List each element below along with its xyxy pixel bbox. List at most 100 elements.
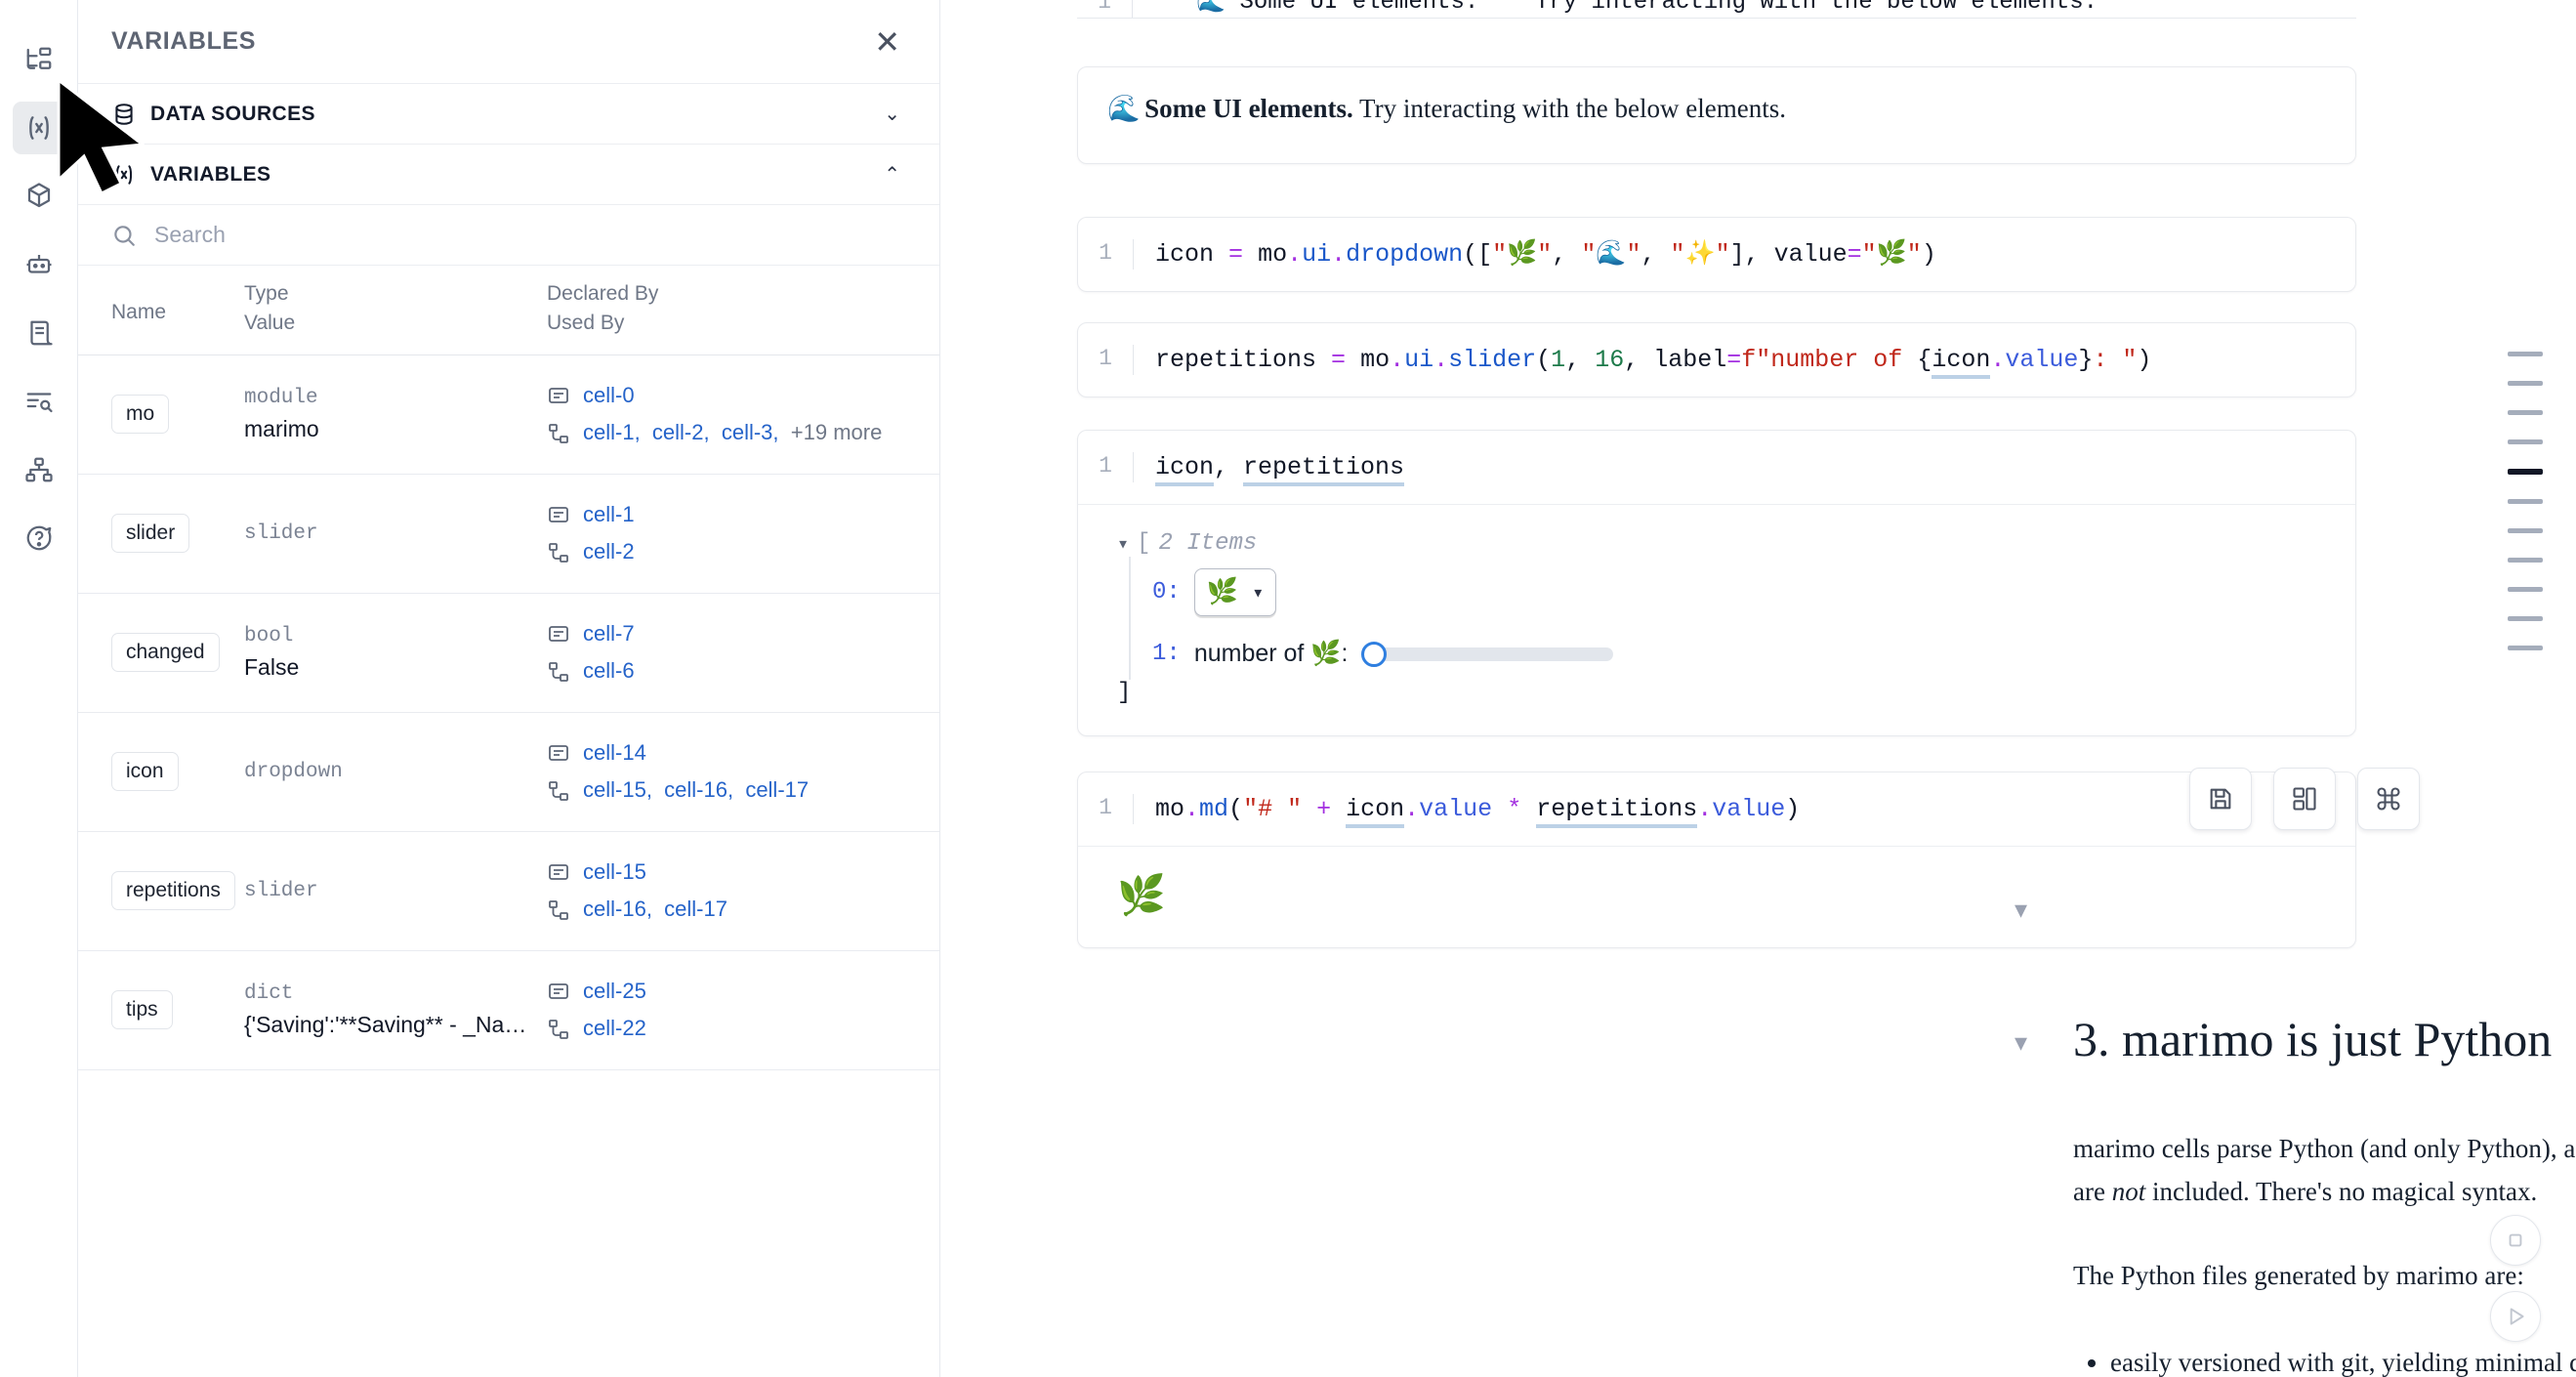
variable-name-pill[interactable]: slider — [111, 514, 190, 554]
code-line[interactable]: 1 icon, repetitions — [1078, 431, 2355, 504]
minimap-mark[interactable] — [2508, 410, 2543, 415]
run-button[interactable] — [2490, 1291, 2541, 1342]
code-line[interactable]: 1 mo.md("# " + icon.value * repetitions.… — [1078, 772, 2355, 846]
cell-link[interactable]: cell-6 — [583, 658, 635, 684]
more-cells-label[interactable]: +19 more — [790, 420, 883, 445]
slider-track[interactable] — [1379, 647, 1614, 661]
variable-type-value-cell: dict{'Saving':'**Saving** - _Na… — [244, 950, 547, 1069]
cell-fold-toggle[interactable]: ▾ — [2015, 895, 2028, 924]
command-icon[interactable] — [2357, 768, 2420, 830]
markdown-output-cell[interactable]: 🌊 Some UI elements. Try interacting with… — [1077, 66, 2356, 164]
help-icon[interactable] — [13, 512, 65, 564]
cell-link[interactable]: cell-2 — [583, 539, 635, 564]
list-header[interactable]: ▾ [ 2 Items — [1117, 530, 2316, 557]
variable-name-pill[interactable]: repetitions — [111, 871, 235, 911]
save-icon[interactable] — [2189, 768, 2252, 830]
cell-link[interactable]: cell-7 — [583, 620, 635, 646]
minimap-mark[interactable] — [2508, 352, 2543, 356]
declared-by-icon — [547, 860, 570, 884]
minimap-mark[interactable] — [2508, 616, 2543, 621]
declared-by-icon — [547, 503, 570, 526]
code-cell-display[interactable]: 1 icon, repetitions ▾ [ 2 Items 0: — [1077, 430, 2356, 737]
cell-link[interactable]: cell-1 — [583, 420, 635, 445]
minimap-mark[interactable] — [2508, 381, 2543, 386]
robot-icon[interactable] — [13, 238, 65, 291]
line-number: 1 — [1099, 346, 1112, 371]
minimap-mark[interactable] — [2508, 558, 2543, 563]
chevron-down-icon[interactable]: ▾ — [1117, 533, 1130, 557]
section-variables[interactable]: VARIABLES ⌃ — [78, 145, 939, 205]
cell-link[interactable]: cell-17 — [745, 777, 810, 803]
item-index: 0: — [1152, 579, 1181, 606]
code-cell-icon[interactable]: 1 icon = mo.ui.dropdown(["🌿", "🌊", "✨"],… — [1077, 217, 2356, 293]
cell-link[interactable]: cell-1 — [583, 501, 635, 526]
variable-cells-cell: cell-7 cell-6 — [547, 593, 939, 712]
minimap-mark[interactable] — [2508, 439, 2543, 444]
dependency-graph-icon[interactable] — [13, 443, 65, 496]
used-by-line: cell-16, cell-17 — [547, 891, 932, 929]
cell-link[interactable]: cell-25 — [583, 978, 646, 1003]
col-declared-used: Declared By Used By — [547, 266, 939, 355]
code-line[interactable]: 1 icon = mo.ui.dropdown(["🌿", "🌊", "✨"],… — [1078, 218, 2355, 291]
cell-link[interactable]: cell-14 — [583, 739, 646, 765]
repetitions-slider[interactable] — [1361, 641, 1614, 667]
line-number: 1 — [1099, 453, 1112, 479]
variable-name-pill[interactable]: mo — [111, 395, 170, 435]
md-emoji: 🌊 — [1107, 94, 1141, 123]
stop-button[interactable] — [2490, 1215, 2541, 1266]
panel-title: VARIABLES — [111, 27, 257, 55]
cell-link[interactable]: cell-0 — [583, 382, 635, 407]
dropdown-select[interactable]: 🌿 ▾ — [1193, 568, 1277, 617]
code-line[interactable]: 1 repetitions = mo.ui.slider(1, 16, labe… — [1078, 323, 2355, 396]
icon-rail — [0, 0, 78, 1377]
cell-link[interactable]: cell-15 — [583, 777, 646, 803]
cell-link[interactable]: cell-16 — [583, 897, 646, 922]
variable-name-pill[interactable]: changed — [111, 633, 220, 673]
variables-icon[interactable] — [12, 102, 65, 154]
code-cell-repetitions[interactable]: 1 repetitions = mo.ui.slider(1, 16, labe… — [1077, 322, 2356, 398]
used-by-icon — [547, 898, 570, 922]
cell-link-list: cell-2 — [583, 533, 635, 571]
bracket-open: [ — [1137, 530, 1151, 558]
minimap-mark[interactable] — [2508, 469, 2543, 475]
line-number: 1 — [1099, 240, 1112, 266]
col-type-value: Type Value — [244, 266, 547, 355]
variables-section-icon — [111, 162, 137, 188]
cell-link[interactable]: cell-3 — [721, 420, 773, 445]
cell-link[interactable]: cell-15 — [583, 858, 646, 884]
file-tree-icon[interactable] — [13, 33, 65, 86]
markdown-source-line[interactable]: 1 """🌊 Some UI elements.""" Try interact… — [1077, 0, 2337, 18]
variable-cells-cell: cell-1 cell-2 — [547, 474, 939, 593]
section-label: VARIABLES — [150, 162, 271, 186]
cell-link[interactable]: cell-2 — [651, 420, 704, 445]
variable-name-pill[interactable]: tips — [111, 990, 173, 1030]
package-icon[interactable] — [13, 170, 65, 223]
close-panel-button[interactable]: ✕ — [874, 23, 900, 60]
p1-a: marimo cells parse Python (and only Pyth… — [2073, 1134, 2576, 1206]
slider-knob[interactable] — [1361, 641, 1388, 667]
minimap-mark[interactable] — [2508, 646, 2543, 650]
minimap-mark[interactable] — [2508, 528, 2543, 533]
search-input[interactable] — [154, 222, 900, 248]
variable-name-pill[interactable]: icon — [111, 752, 179, 792]
outline-icon[interactable] — [13, 375, 65, 428]
section-data-sources[interactable]: DATA SOURCES ⌄ — [78, 84, 939, 145]
cell-link[interactable]: cell-22 — [583, 1016, 646, 1041]
cell-link[interactable]: cell-17 — [664, 897, 727, 922]
scratchpad-icon[interactable] — [13, 307, 65, 359]
minimap-mark[interactable] — [2508, 499, 2543, 504]
minimap-scrollbar[interactable] — [2508, 352, 2543, 650]
minimap-mark[interactable] — [2508, 587, 2543, 592]
section-fold-toggle[interactable]: ▾ — [2015, 1027, 2028, 1057]
layout-icon[interactable] — [2273, 768, 2336, 830]
cell-link[interactable]: cell-16 — [664, 777, 727, 803]
code-cell-md-output[interactable]: 1 mo.md("# " + icon.value * repetitions.… — [1077, 772, 2356, 949]
variable-type: bool — [244, 624, 294, 647]
